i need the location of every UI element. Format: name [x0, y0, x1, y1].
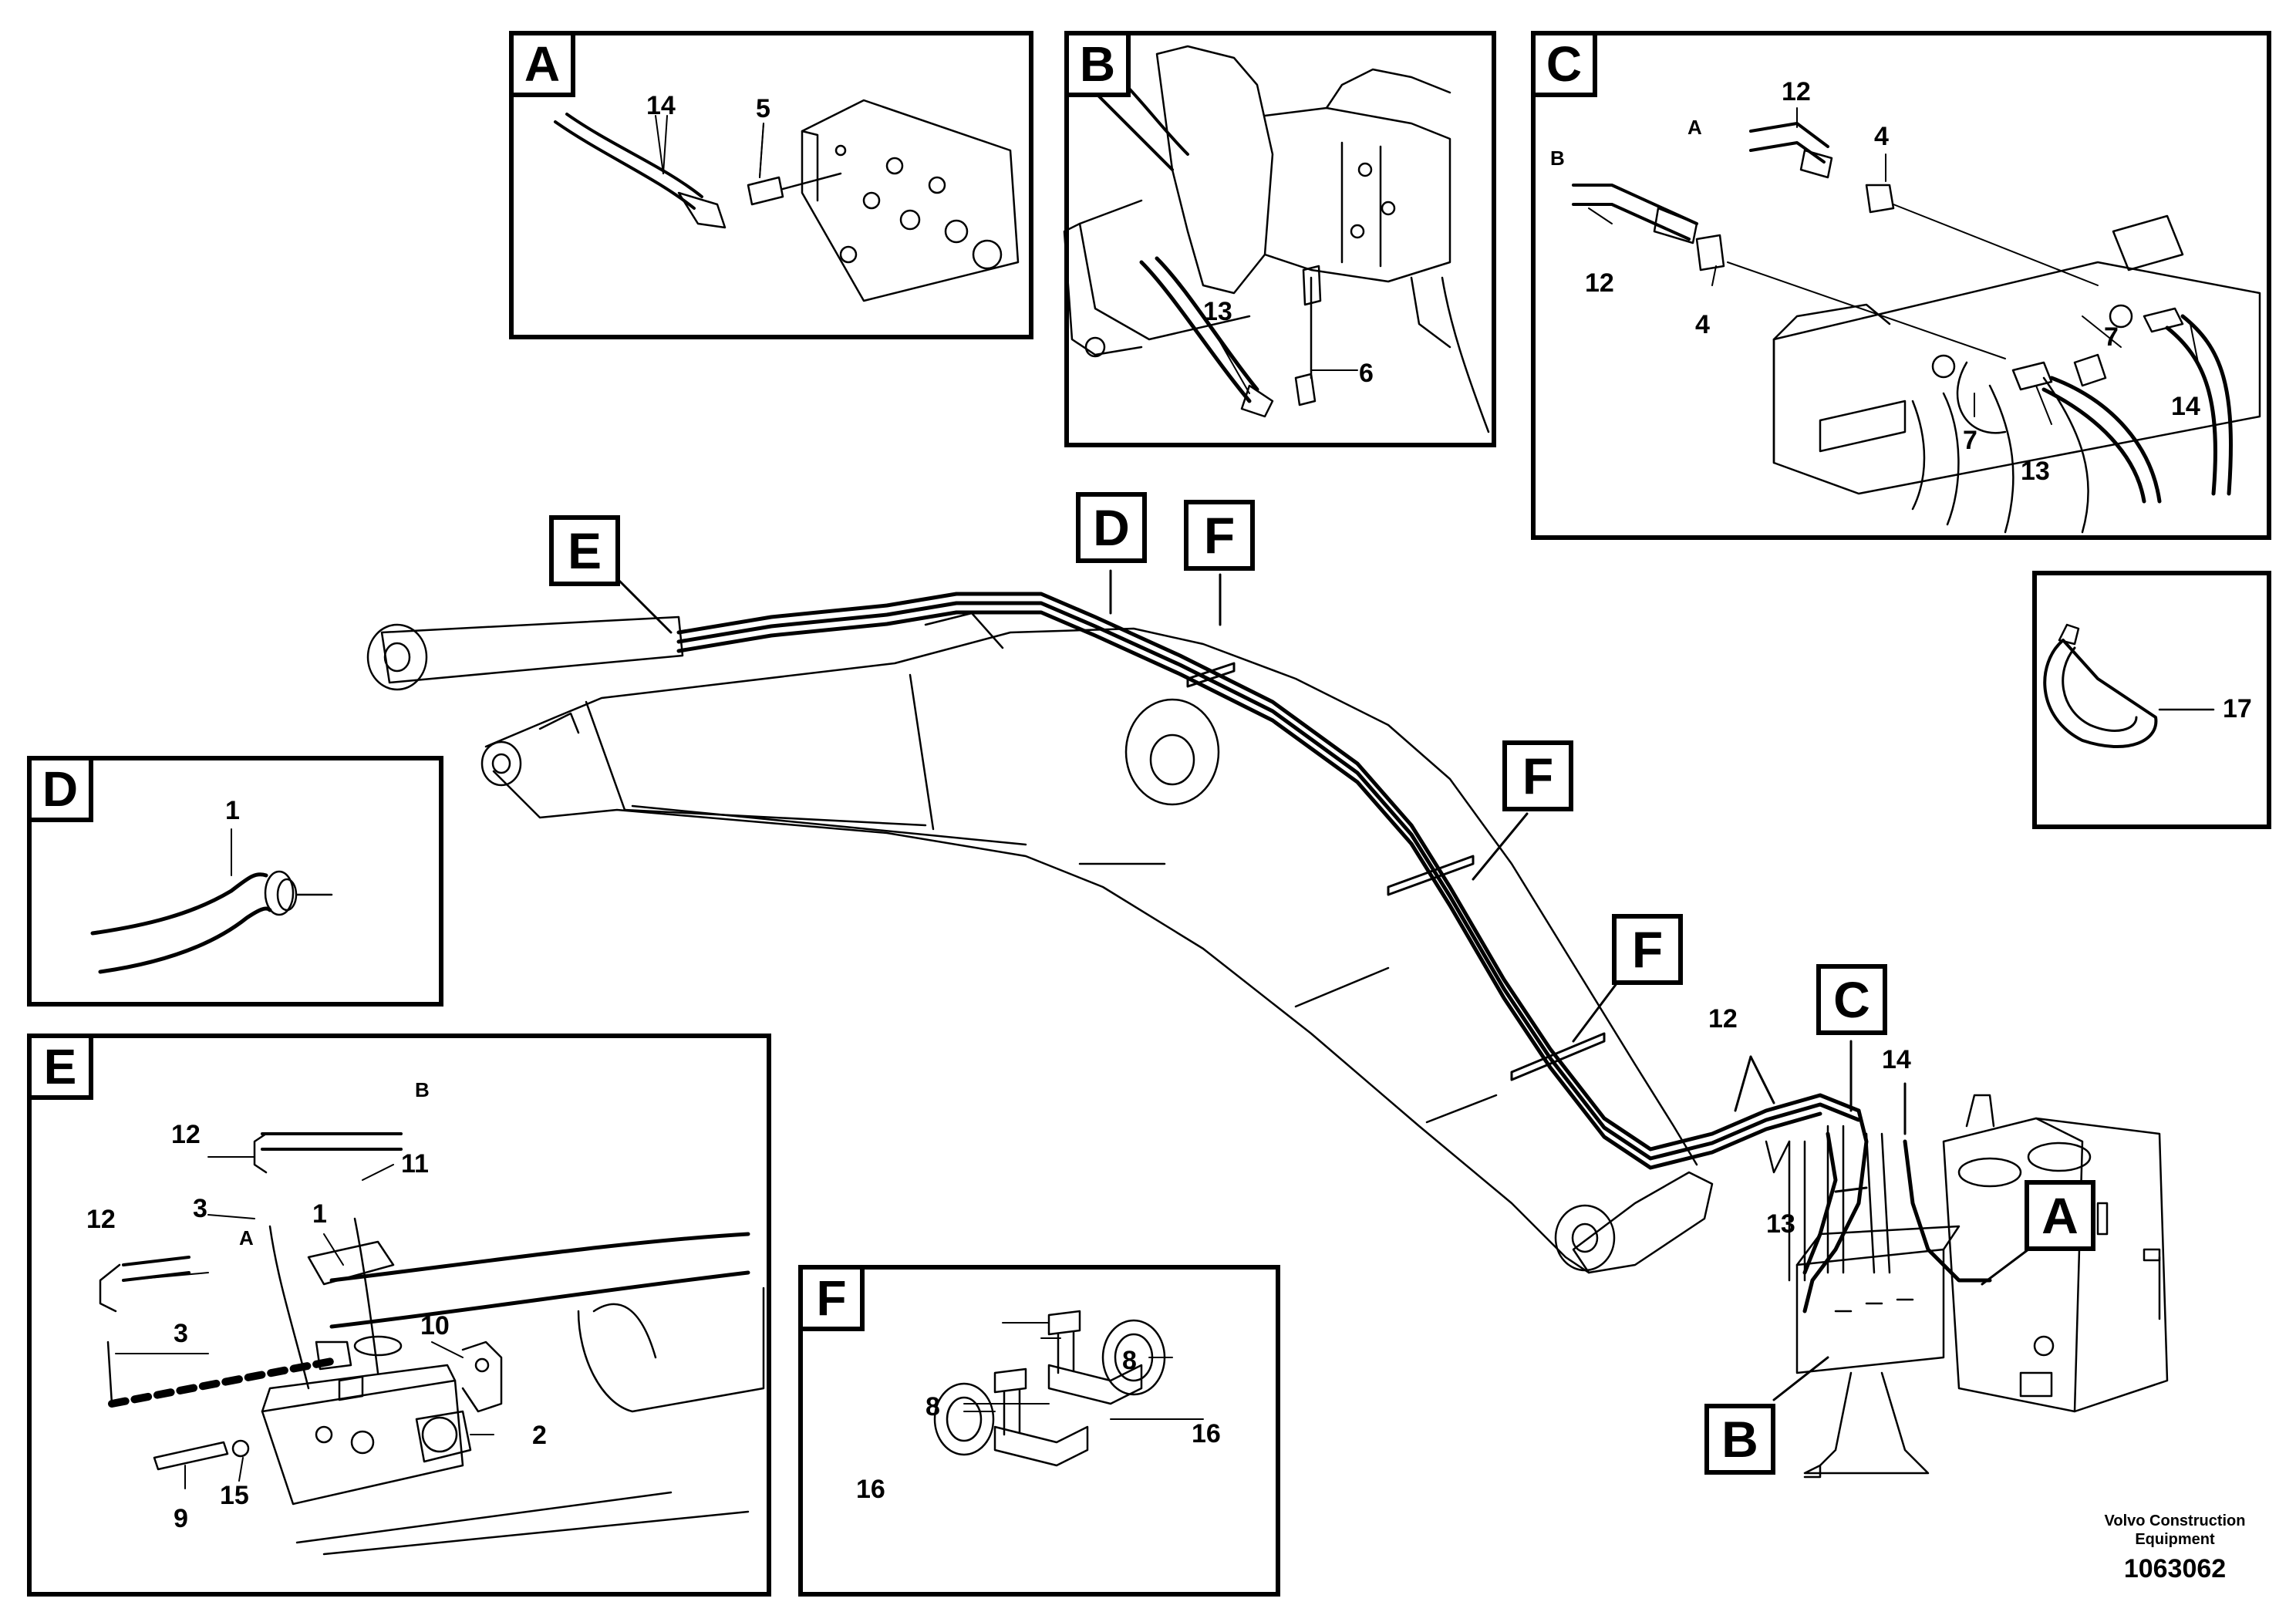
panel-d-tag: D: [27, 756, 93, 822]
panel-a-tag: A: [509, 31, 575, 97]
brand-line-2: Equipment: [2135, 1531, 2215, 1548]
callout-f-1: F: [1184, 500, 1255, 571]
callout-d: D: [1076, 492, 1147, 563]
label-c-7-mid: 7: [1963, 426, 1977, 455]
brand-line-1: Volvo Construction: [2104, 1512, 2246, 1529]
brand-text: Volvo Construction Equipment: [2082, 1512, 2267, 1549]
label-c-letter-b: B: [1550, 147, 1565, 170]
boom-hoses: [676, 592, 1861, 1170]
label-f-16-left: 16: [856, 1475, 885, 1504]
callout-e: E: [549, 515, 620, 586]
boom-clamps: [1186, 662, 1606, 1081]
label-e-11: 11: [401, 1149, 429, 1179]
detail-panel-b: B: [1064, 31, 1496, 447]
label-a-5: 5: [756, 94, 770, 123]
callout-f-2: F: [1502, 740, 1573, 811]
label-e-10: 10: [420, 1311, 450, 1340]
detail-panel-c: C: [1531, 31, 2271, 540]
panel-f-tag: F: [798, 1265, 865, 1331]
label-c-4-top: 4: [1874, 122, 1889, 151]
label-main-13: 13: [1766, 1209, 1795, 1239]
label-c-letter-a: A: [1687, 116, 1702, 139]
panel-b-tag: B: [1064, 31, 1131, 97]
label-e-2: 2: [532, 1421, 547, 1450]
label-a-14: 14: [646, 91, 676, 120]
detail-panel-e: E: [27, 1034, 771, 1597]
label-e-9: 9: [174, 1504, 188, 1533]
label-b-6: 6: [1359, 359, 1374, 388]
label-c-12-top: 12: [1782, 77, 1811, 106]
label-main-14: 14: [1882, 1045, 1911, 1074]
panel-e-tag: E: [27, 1034, 93, 1100]
detail-panel-d: D: [27, 756, 443, 1007]
label-c-12-left: 12: [1585, 268, 1614, 298]
label-b-13: 13: [1203, 297, 1232, 326]
label-c-14: 14: [2171, 392, 2200, 421]
tank-assembly: [1765, 1094, 2169, 1479]
label-e-3-top: 3: [193, 1194, 207, 1223]
callout-f-3: F: [1612, 914, 1683, 985]
label-e-15: 15: [220, 1481, 249, 1510]
valve-hoses: [1802, 1108, 1992, 1313]
label-main-12: 12: [1708, 1004, 1738, 1034]
label-f-8-right: 8: [1122, 1346, 1137, 1375]
label-e-1: 1: [312, 1199, 327, 1229]
document-number: 1063062: [2123, 1554, 2227, 1583]
detail-panel-a: A: [509, 31, 1033, 339]
callout-b: B: [1704, 1404, 1775, 1475]
callout-c: C: [1816, 964, 1887, 1035]
label-g-17: 17: [2223, 694, 2252, 723]
label-f-16-right: 16: [1192, 1419, 1221, 1448]
label-c-13: 13: [2021, 457, 2050, 486]
label-e-3-left: 3: [174, 1319, 188, 1348]
label-e-12-left: 12: [86, 1205, 116, 1234]
label-f-8-left: 8: [925, 1392, 940, 1421]
label-c-7-right: 7: [2104, 322, 2119, 352]
callout-a: A: [2025, 1180, 2095, 1251]
label-d-1: 1: [225, 796, 240, 825]
detail-panel-f: F: [798, 1265, 1280, 1597]
panel-c-tag: C: [1531, 31, 1597, 97]
label-e-12-top: 12: [171, 1120, 201, 1149]
label-e-letter-a: A: [239, 1226, 254, 1249]
label-c-4-left: 4: [1695, 310, 1710, 339]
label-e-letter-b: B: [415, 1078, 430, 1101]
